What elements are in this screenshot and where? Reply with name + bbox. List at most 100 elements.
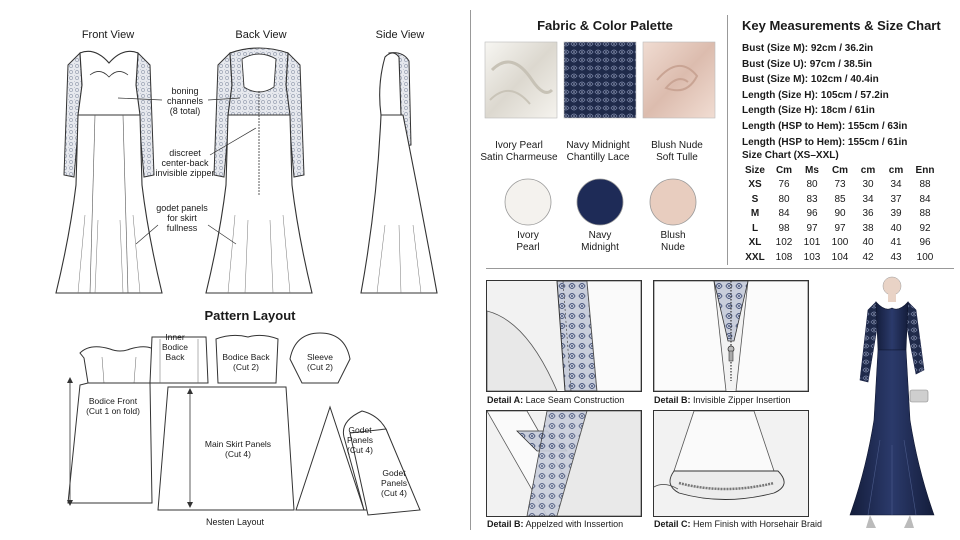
size-chart-header-row: Size Cm Ms Cm cm cm Enn <box>740 163 940 178</box>
model-illustration <box>849 276 935 528</box>
value-cell: 83 <box>806 193 818 205</box>
side-view-gown <box>360 52 438 294</box>
value-cell: 39 <box>890 208 902 220</box>
swatch-label-blush: Blush Nude Soft Tulle <box>651 140 703 163</box>
size-chart-row: XXL 108 103 104 42 43 100 <box>740 250 940 265</box>
value-cell: 34 <box>862 193 874 205</box>
value-cell: 92 <box>919 222 931 234</box>
value-cell: 88 <box>919 179 931 191</box>
size-cell: S <box>751 193 759 205</box>
zipper-callout: discreet center-back invisible zipper <box>155 148 215 178</box>
size-chart-header: Ms <box>805 164 819 176</box>
value-cell: 36 <box>862 208 874 220</box>
bodice-back-label: Bodice Back (Cut 2) <box>222 352 270 372</box>
value-cell: 42 <box>862 251 874 263</box>
front-view-gown <box>55 50 163 294</box>
chip-label-navy: Navy Midnight <box>581 230 619 253</box>
value-cell: 96 <box>919 237 931 249</box>
value-cell: 34 <box>890 179 902 191</box>
swatch-label-ivory: Ivory Pearl Satin Charmeuse <box>480 140 558 163</box>
swatch-ivory-satin <box>484 41 558 119</box>
vertical-divider <box>470 10 471 530</box>
value-cell: 84 <box>778 208 790 220</box>
value-cell: 108 <box>775 251 793 263</box>
detail-c-hem-illustration <box>653 410 809 517</box>
value-cell: 76 <box>778 179 790 191</box>
vertical-divider-right <box>727 15 728 265</box>
detail-a-caption: Detail A: Lace Seam Construction <box>487 395 625 405</box>
size-cell: M <box>750 208 760 220</box>
value-cell: 101 <box>803 237 821 249</box>
measurement-line: Bust (Size U): 97cm / 38.5in <box>742 58 873 70</box>
value-cell: 40 <box>862 237 874 249</box>
size-chart-table: Size Cm Ms Cm cm cm Enn XS 76 80 73 30 3… <box>740 163 940 265</box>
boning-callout: boning channels (8 total) <box>166 86 204 116</box>
detail-b-applique-illustration <box>486 410 642 517</box>
value-cell: 90 <box>834 208 846 220</box>
size-chart-header: Enn <box>915 164 935 176</box>
value-cell: 37 <box>890 193 902 205</box>
swatch-label-navy: Navy Midnight Chantilly Lace <box>566 140 630 163</box>
size-chart-header: Cm <box>775 164 793 176</box>
godet-panels-label-1: Godet Panels (Cut 4) <box>347 425 373 455</box>
value-cell: 100 <box>831 237 849 249</box>
horizontal-divider <box>486 268 954 269</box>
value-cell: 102 <box>775 237 793 249</box>
nested-layout-label: Nesten Layout <box>205 517 265 527</box>
value-cell: 85 <box>834 193 846 205</box>
detail-b-zipper-caption: Detail B: Invisible Zipper Insertion <box>654 395 791 405</box>
callout-leaders <box>117 97 257 245</box>
color-chips <box>504 178 697 226</box>
pattern-layout-title: Pattern Layout <box>204 308 296 323</box>
value-cell: 40 <box>890 222 902 234</box>
value-cell: 30 <box>862 179 874 191</box>
value-cell: 97 <box>806 222 818 234</box>
value-cell: 41 <box>890 237 902 249</box>
inner-bodice-label: Inner Bodice Back <box>162 332 188 362</box>
value-cell: 97 <box>834 222 846 234</box>
measurement-line: Length (HSP to Hem): 155cm / 63in <box>742 120 908 132</box>
godet-panels-label-2: Godet Panels (Cut 4) <box>381 468 407 498</box>
size-chart-row: XS 76 80 73 30 34 88 <box>740 178 940 193</box>
size-chart-header: cm <box>888 164 904 176</box>
side-view-label: Side View <box>375 29 425 41</box>
size-cell: XL <box>748 237 762 249</box>
size-chart-header: Cm <box>831 164 849 176</box>
size-cell: XS <box>748 179 762 191</box>
swatch-navy-lace <box>563 41 637 119</box>
skirt-panels-label: Main Skirt Panels (Cut 4) <box>204 439 272 459</box>
size-cell: L <box>751 222 759 234</box>
back-view-gown <box>205 47 313 294</box>
size-chart-title: Size Chart (XS–XXL) <box>742 150 839 161</box>
measurement-line: Length (HSP to Hem): 155cm / 61in <box>742 136 908 148</box>
size-chart-row: L 98 97 97 38 40 92 <box>740 221 940 236</box>
measurements-title: Key Measurements & Size Chart <box>742 18 941 33</box>
fabric-swatches <box>484 41 716 119</box>
value-cell: 80 <box>806 179 818 191</box>
chip-blush-nude <box>649 178 697 226</box>
size-chart-header: Size <box>744 164 765 176</box>
size-cell: XXL <box>745 251 765 263</box>
size-chart-row: XL 102 101 100 40 41 96 <box>740 236 940 251</box>
detail-a-illustration <box>486 280 642 392</box>
size-chart-header: cm <box>860 164 876 176</box>
pattern-pieces <box>67 332 421 516</box>
back-view-label: Back View <box>235 29 287 41</box>
measurement-line: Length (Size H): 105cm / 57.2in <box>742 89 889 101</box>
value-cell: 100 <box>916 251 934 263</box>
bodice-front-label: Bodice Front (Cut 1 on fold) <box>86 396 140 416</box>
size-chart-row: M 84 96 90 36 39 88 <box>740 207 940 222</box>
sleeve-label: Sleeve (Cut 2) <box>307 352 333 372</box>
value-cell: 84 <box>919 193 931 205</box>
value-cell: 88 <box>919 208 931 220</box>
size-chart-row: S 80 83 85 34 37 84 <box>740 192 940 207</box>
value-cell: 104 <box>831 251 849 263</box>
value-cell: 38 <box>862 222 874 234</box>
detail-b-zipper-illustration <box>653 280 809 392</box>
chip-label-blush: Blush Nude <box>660 230 686 253</box>
value-cell: 43 <box>890 251 902 263</box>
measurement-line: Bust (Size M): 92cm / 36.2in <box>742 43 874 54</box>
detail-c-hem-caption: Detail C: Hem Finish with Horsehair Brai… <box>654 519 823 529</box>
front-view-label: Front View <box>81 29 135 41</box>
chip-navy-midnight <box>576 178 624 226</box>
